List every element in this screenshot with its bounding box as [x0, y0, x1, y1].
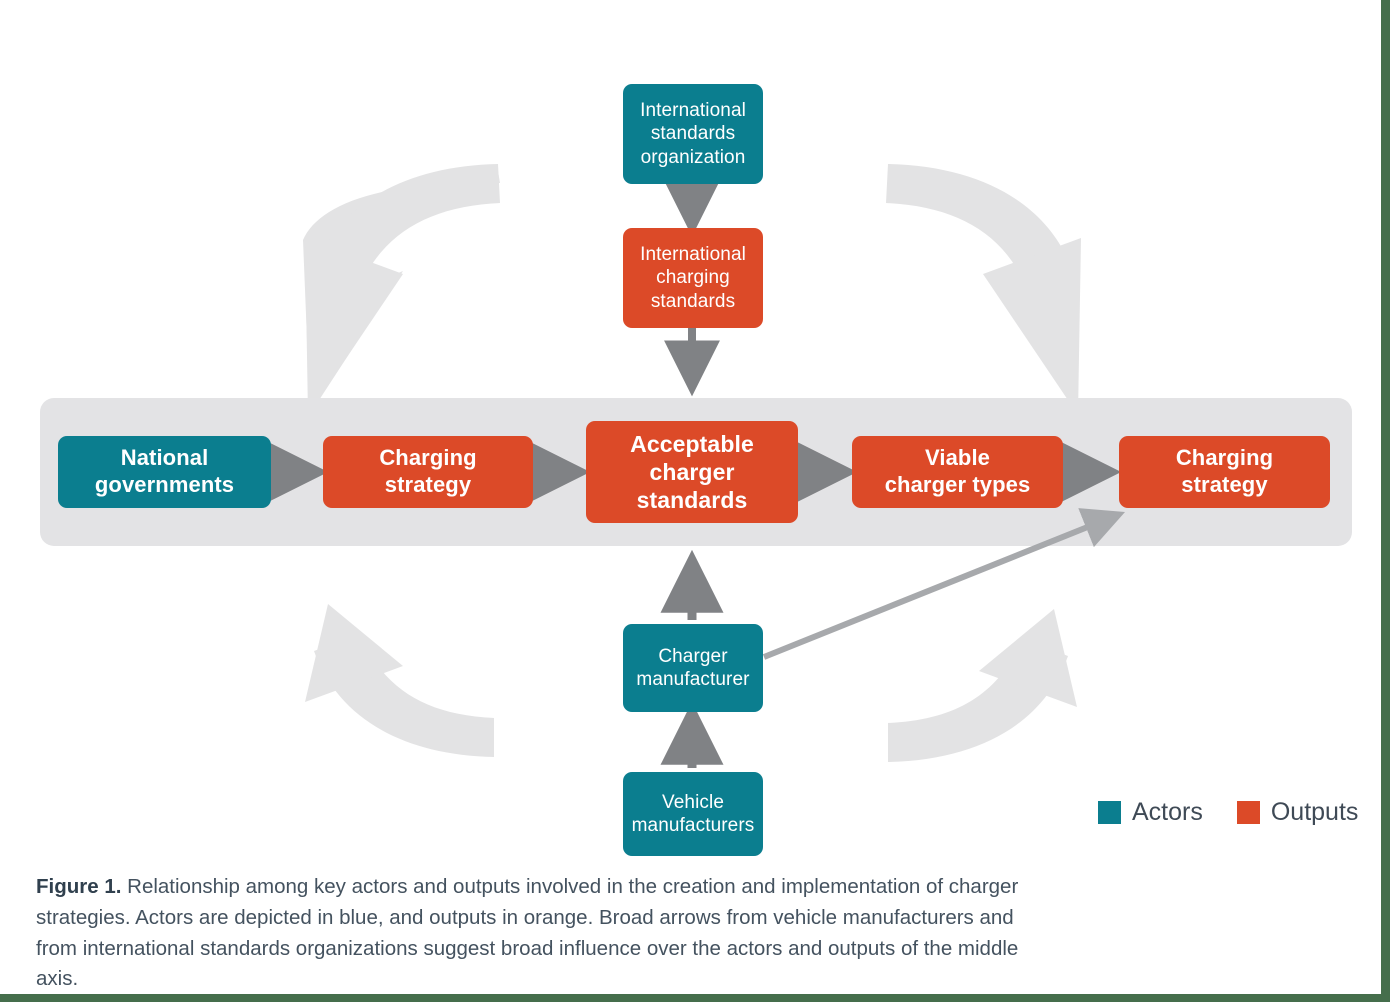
broad-arrow-top-left-head: [305, 238, 403, 415]
broad-arrow-top-left: [303, 165, 500, 414]
node-label: Viable charger types: [884, 445, 1031, 497]
legend-swatch-outputs-icon: [1236, 801, 1260, 824]
node-label: Charging strategy: [1175, 445, 1274, 497]
node-label: International standards organization: [640, 100, 746, 168]
node-label: International charging standards: [640, 244, 746, 312]
node-charging-strategy-right[interactable]: Charging strategy: [1119, 436, 1330, 508]
figure-caption-label: Figure 1.: [36, 875, 122, 898]
broad-arrow-bottom-right-head: [979, 609, 1077, 707]
broad-arrow-top-right-body: [886, 164, 1072, 287]
node-label: Acceptable charger standards: [630, 430, 754, 514]
node-international-charging-standards[interactable]: International charging standards: [623, 228, 763, 328]
legend-item-outputs: Outputs: [1236, 798, 1359, 827]
node-national-governments[interactable]: National governments: [58, 436, 271, 508]
figure-caption-text: Relationship among key actors and output…: [36, 875, 1019, 991]
figure-caption: Figure 1. Relationship among key actors …: [36, 872, 1046, 995]
legend-item-actors: Actors: [1098, 798, 1203, 827]
node-label: Vehicle manufacturers: [631, 791, 755, 836]
node-charging-strategy-left[interactable]: Charging strategy: [323, 436, 533, 508]
node-vehicle-manufacturers[interactable]: Vehicle manufacturers: [623, 772, 763, 856]
node-international-standards-organization[interactable]: International standards organization: [623, 84, 763, 184]
node-label: National governments: [94, 445, 235, 497]
broad-arrow-bottom-left-body: [314, 634, 494, 757]
node-charger-manufacturer[interactable]: Charger manufacturer: [623, 624, 763, 712]
page-accent-bar-right: [1381, 0, 1390, 994]
node-label: Charging strategy: [379, 445, 477, 497]
node-acceptable-charger-standards[interactable]: Acceptable charger standards: [586, 421, 798, 523]
broad-arrow-top-right-head: [983, 238, 1081, 415]
legend-label-actors: Actors: [1132, 798, 1203, 826]
legend-label-outputs: Outputs: [1270, 798, 1359, 826]
broad-arrow-bottom-right-body: [888, 639, 1068, 762]
node-viable-charger-types[interactable]: Viable charger types: [852, 436, 1063, 508]
broad-arrow-bottom-left-head: [305, 604, 403, 702]
page-accent-bar-bottom: [0, 994, 1390, 1002]
node-label: Charger manufacturer: [636, 645, 750, 690]
broad-arrow-top-left-body: [314, 164, 500, 287]
legend: Actors Outputs: [1098, 798, 1358, 827]
legend-swatch-actors-icon: [1098, 801, 1121, 824]
